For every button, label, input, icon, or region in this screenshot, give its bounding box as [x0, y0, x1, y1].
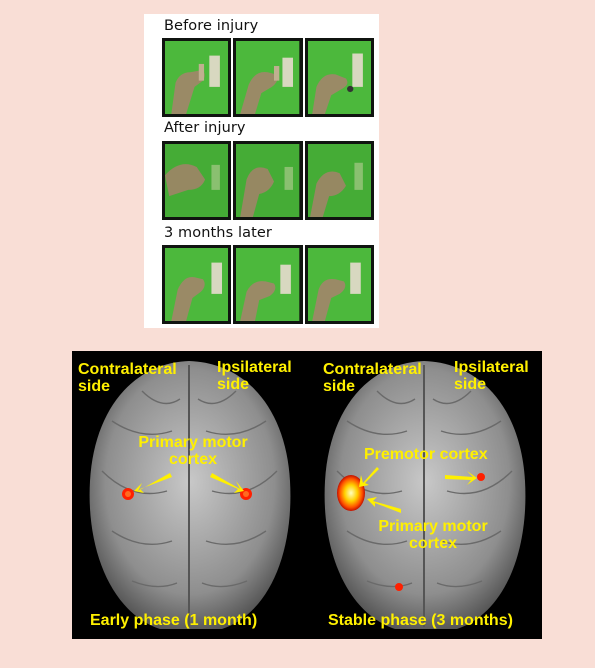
video-frame: [233, 38, 303, 117]
arrow-icon: [134, 473, 244, 493]
label-premotor-cortex: Premotor cortex: [364, 446, 488, 463]
label-contralateral-side-right: Contralateral side: [323, 361, 422, 395]
frame-row-before-injury: [162, 38, 374, 117]
label-stable-phase: Stable phase (3 months): [328, 612, 513, 629]
label-ipsilateral-side: Ipsilateral side: [217, 359, 292, 393]
label-contralateral-side: Contralateral side: [78, 361, 177, 395]
activation-spot-premotor: [337, 475, 365, 511]
brain-activation-panel: Contralateral side Ipsilateral side Prim…: [72, 351, 542, 639]
video-frame: [162, 245, 232, 324]
video-frame: [233, 245, 303, 324]
frame-row-after-injury: [162, 141, 374, 220]
frame-row-3-months-later: [162, 245, 374, 324]
video-frame: [304, 38, 374, 117]
video-frame: [162, 38, 232, 117]
video-frame: [233, 141, 303, 220]
brain-image-stable: [307, 351, 542, 639]
row-label-before-injury: Before injury: [164, 18, 259, 34]
video-frames-panel: Before injury After injury 3 months late…: [144, 14, 379, 328]
label-ipsilateral-side-right: Ipsilateral side: [454, 359, 529, 393]
label-primary-motor-cortex: Primary motor cortex: [138, 434, 248, 468]
row-label-after-injury: After injury: [164, 120, 246, 136]
brain-image-early: [72, 351, 307, 639]
video-frame: [304, 245, 374, 324]
activation-spot-ipsilateral: [477, 473, 485, 481]
label-primary-motor-cortex-right: Primary motor cortex: [378, 518, 488, 552]
row-label-3-months-later: 3 months later: [164, 225, 272, 241]
video-frame: [304, 141, 374, 220]
activation-spot-posterior: [395, 583, 403, 591]
label-early-phase: Early phase (1 month): [90, 612, 258, 629]
arrow-icon: [359, 467, 477, 513]
video-frame: [162, 141, 232, 220]
